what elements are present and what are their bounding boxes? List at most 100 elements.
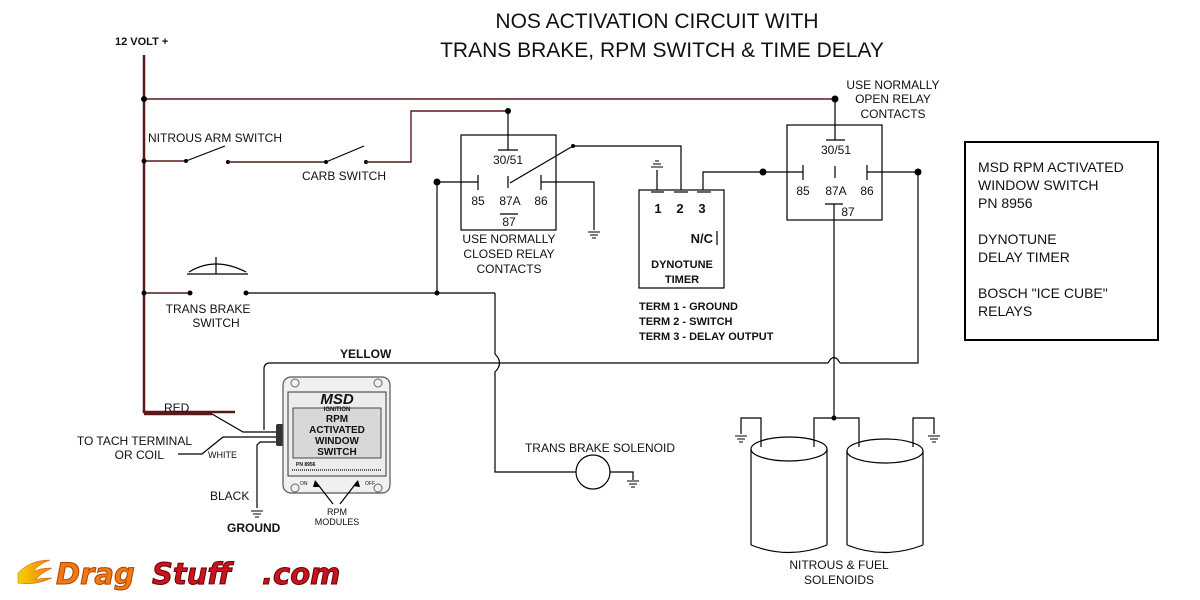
timer-legend-3: TERM 3 - DELAY OUTPUT [639, 331, 774, 343]
solenoids-label: SOLENOIDS [804, 573, 874, 587]
trans-brake-solenoid [575, 454, 611, 490]
no-relay-pin-85: 85 [796, 184, 810, 198]
no-relay-pin-30: 30/51 [821, 143, 851, 157]
nc-relay-note: CLOSED RELAY [463, 247, 554, 261]
fuel-solenoid [846, 438, 924, 554]
yellow-wire-label: YELLOW [340, 347, 392, 361]
trans-brake-switch-button[interactable] [188, 263, 247, 273]
trans-brake-switch-label: TRANS BRAKE [166, 302, 251, 316]
ground-icon [650, 160, 664, 168]
wire [702, 171, 763, 190]
wire [813, 417, 860, 447]
ground-icon [250, 510, 264, 518]
timer-legend-2: TERM 2 - SWITCH [639, 316, 733, 328]
trans-brake-switch-label: SWITCH [192, 316, 239, 330]
no-relay-note: CONTACTS [860, 107, 925, 121]
timer-legend-1: TERM 1 - GROUND [639, 301, 738, 313]
parts-list: MSD RPM ACTIVATED WINDOW SWITCH PN 8956 … [978, 159, 1124, 319]
logo-stuff: Stuff [152, 557, 234, 591]
msd-brand: MSD [320, 391, 354, 408]
switch-contact [187, 290, 193, 296]
ground-icon [927, 435, 941, 443]
dragstuff-logo[interactable]: Drag Stuff .com [17, 557, 341, 592]
wire [541, 181, 595, 230]
msd-sub: IGNITION [324, 407, 351, 413]
arrow-head [313, 480, 320, 487]
msd-text: ACTIVATED [309, 425, 365, 436]
rpm-modules-label: RPM [327, 507, 347, 517]
timer-term-1: 1 [654, 201, 661, 216]
parts-list-line: RELAYS [978, 303, 1032, 319]
no-relay-note: OPEN RELAY [855, 92, 931, 106]
junction [141, 290, 147, 296]
nitrous-solenoid [750, 436, 828, 554]
junction [141, 158, 147, 164]
nitrous-arm-switch-label: NITROUS ARM SWITCH [148, 131, 282, 145]
logo-drag: Drag [56, 557, 135, 591]
timer-name: TIMER [665, 274, 699, 286]
carb-switch-label: CARB SWITCH [302, 169, 386, 183]
parts-list-line: DYNOTUNE [978, 231, 1057, 247]
title-line2: TRANS BRAKE, RPM SWITCH & TIME DELAY [440, 39, 884, 62]
logo-com: .com [262, 557, 340, 591]
parts-list-line: PN 8956 [978, 195, 1033, 211]
timer-nc-label: N/C [691, 231, 714, 246]
nc-relay-pin-87: 87 [502, 215, 516, 229]
trans-brake-solenoid-label: TRANS BRAKE SOLENOID [525, 441, 675, 455]
nc-relay-pin-30: 30/51 [493, 153, 523, 167]
wire [494, 293, 576, 473]
msd-off-label: OFF [365, 481, 375, 487]
parts-list-line: WINDOW SWITCH [978, 177, 1099, 193]
ground-icon [626, 480, 640, 488]
wire [366, 110, 508, 163]
wire [573, 145, 682, 190]
red-wire [142, 410, 235, 414]
yellow-wire [263, 173, 919, 430]
no-relay-pin-87a: 87A [825, 184, 846, 198]
arrow-head [353, 480, 360, 487]
ground-icon [734, 435, 748, 443]
nitrous-arm-switch[interactable] [185, 145, 226, 162]
wire [912, 417, 935, 447]
black-wire-label: BLACK [210, 489, 249, 503]
msd-text: WINDOW [315, 436, 359, 447]
red-wire [211, 413, 278, 433]
timer-term-3: 3 [698, 201, 705, 216]
flame-icon [17, 559, 53, 585]
black-wire [256, 441, 278, 508]
white-wire-label: WHITE [208, 450, 237, 460]
junction [434, 290, 440, 296]
tach-label: TO TACH TERMINAL [77, 434, 192, 448]
timer-name: DYNOTUNE [651, 259, 713, 271]
ground-label: GROUND [227, 521, 281, 535]
msd-text: SWITCH [317, 447, 356, 458]
parts-list-line: MSD RPM ACTIVATED [978, 159, 1124, 175]
rpm-modules-label: MODULES [315, 517, 360, 527]
msd-text: RPM [326, 414, 348, 425]
msd-rpm-window-switch [276, 376, 391, 494]
nc-relay-note: CONTACTS [476, 262, 541, 276]
nc-relay-pin-86: 86 [534, 194, 548, 208]
parts-list-line: DELAY TIMER [978, 249, 1070, 265]
ground-icon [587, 231, 601, 239]
junction [914, 168, 922, 176]
relay-contact [509, 145, 574, 184]
msd-on-label: ON [300, 481, 308, 487]
msd-pn: PN 8956 [296, 462, 316, 468]
parts-list-box [964, 141, 1159, 341]
red-wire-label: RED [164, 401, 190, 415]
dynotune-timer [638, 189, 725, 289]
no-relay-pin-87: 87 [841, 205, 855, 219]
timer-term-2: 2 [676, 201, 683, 216]
carb-switch[interactable] [325, 145, 365, 163]
parts-list-line: BOSCH "ICE CUBE" [978, 285, 1108, 301]
white-wire [178, 436, 278, 455]
tach-label: OR COIL [115, 448, 165, 462]
no-relay-pin-86: 86 [860, 184, 874, 198]
wire [610, 471, 634, 480]
nc-relay-pin-87a: 87A [499, 194, 520, 208]
power-label: 12 VOLT + [115, 36, 168, 48]
nc-relay-note: USE NORMALLY [462, 232, 555, 246]
wire [740, 417, 762, 447]
